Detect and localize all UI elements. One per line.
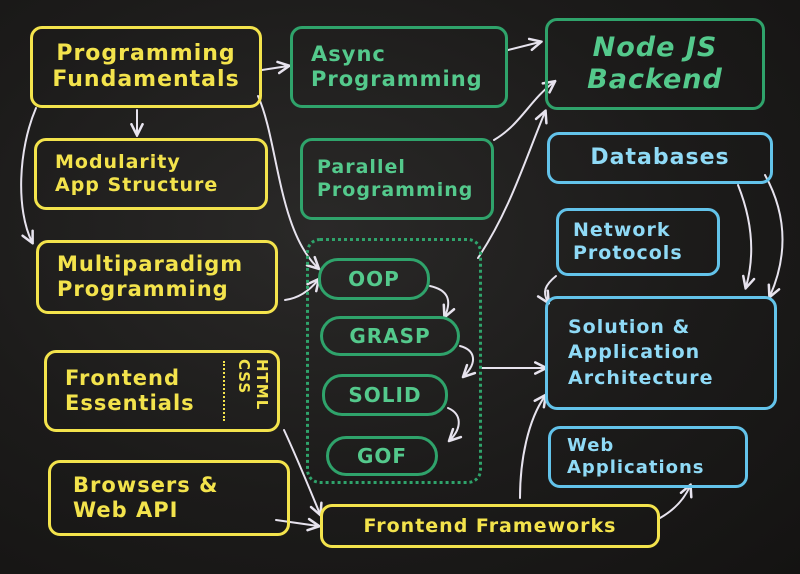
arrow-oop-to-grasp [429, 285, 448, 316]
node-solid[interactable]: SOLID [322, 374, 448, 416]
node-parallel-programming[interactable]: Parallel Programming [300, 138, 494, 220]
node-grasp[interactable]: GRASP [320, 316, 460, 356]
node-web-applications[interactable]: Web Applications [548, 426, 748, 488]
arrow-multiparadigm-to-oop [284, 280, 318, 301]
node-frontend-essentials-line1: Frontend [65, 365, 180, 390]
node-frontend-essentials-css: CSS [235, 359, 253, 395]
arrow-databases-to-architecture [737, 184, 751, 287]
node-databases-label: Databases [590, 144, 730, 170]
node-multiparadigm[interactable]: Multiparadigm Programming [36, 240, 278, 314]
node-oop[interactable]: OOP [318, 258, 430, 300]
node-async-line2: Programming [311, 67, 483, 91]
node-gof[interactable]: GOF [326, 436, 438, 476]
arrow-fundamentals-to-oop [257, 95, 318, 268]
node-modularity-line1: Modularity [55, 151, 181, 174]
node-network-protocols[interactable]: Network Protocols [556, 208, 720, 276]
node-multiparadigm-line2: Programming [57, 277, 229, 301]
arrow-patterns-to-nodejs [477, 112, 545, 259]
design-patterns-group [306, 238, 482, 484]
node-browsers-web-api[interactable]: Browsers & Web API [48, 460, 290, 536]
frontend-essentials-divider [223, 361, 225, 421]
node-architecture-line2: Application [568, 341, 701, 364]
node-frontend-essentials-html: HTML [253, 359, 271, 411]
node-programming-fundamentals-line1: Programming [56, 40, 236, 66]
node-webapps-line1: Web [567, 435, 615, 457]
node-programming-fundamentals-line2: Fundamentals [52, 67, 240, 92]
node-solid-label: SOLID [348, 383, 422, 407]
node-frontend-frameworks[interactable]: Frontend Frameworks [320, 504, 660, 548]
node-frontend-essentials-tech: HTML CSS [235, 359, 271, 410]
node-oop-label: OOP [348, 267, 400, 291]
arrow-frontend-to-frameworks [283, 429, 320, 514]
node-network-line2: Protocols [573, 242, 683, 264]
node-frontend-essentials[interactable]: Frontend Essentials HTML CSS [44, 350, 280, 432]
arrow-browsers-to-frameworks [275, 520, 318, 526]
arrow-async-to-nodejs [507, 42, 540, 50]
node-modularity[interactable]: Modularity App Structure [34, 138, 268, 210]
node-frontend-essentials-line2: Essentials [65, 391, 195, 415]
arrow-databases-to-architecture-2 [764, 174, 784, 296]
arrow-frameworks-to-webapps [659, 486, 690, 519]
node-nodejs-line2: Backend [587, 64, 723, 95]
arrow-frameworks-to-architecture [519, 396, 545, 499]
node-grasp-label: GRASP [349, 324, 431, 348]
arrow-solid-to-gof [447, 407, 459, 440]
node-parallel-line2: Programming [317, 179, 474, 201]
node-async-programming[interactable]: Async Programming [290, 26, 508, 108]
node-browsers-line1: Browsers & [73, 472, 219, 497]
node-multiparadigm-line1: Multiparadigm [57, 251, 244, 276]
node-frontend-frameworks-label: Frontend Frameworks [363, 514, 617, 537]
node-parallel-line1: Parallel [317, 156, 406, 179]
arrow-grasp-to-solid [459, 345, 473, 376]
arrow-fundamentals-to-multiparadigm [20, 107, 37, 242]
arrow-fundamentals-to-async [261, 66, 288, 70]
node-nodejs-backend[interactable]: Node JS Backend [545, 18, 765, 110]
node-gof-label: GOF [356, 444, 408, 468]
node-nodejs-line1: Node JS [592, 31, 718, 63]
node-webapps-line2: Applications [567, 457, 705, 478]
node-network-line1: Network [573, 219, 671, 242]
node-databases[interactable]: Databases [547, 132, 773, 184]
node-browsers-line2: Web API [73, 498, 179, 522]
node-async-line1: Async [311, 41, 386, 66]
node-architecture-line3: Architecture [568, 366, 714, 389]
node-solution-architecture[interactable]: Solution & Application Architecture [545, 296, 777, 410]
node-modularity-line2: App Structure [55, 174, 219, 196]
node-programming-fundamentals[interactable]: Programming Fundamentals [30, 26, 262, 108]
node-architecture-line1: Solution & [568, 315, 691, 338]
